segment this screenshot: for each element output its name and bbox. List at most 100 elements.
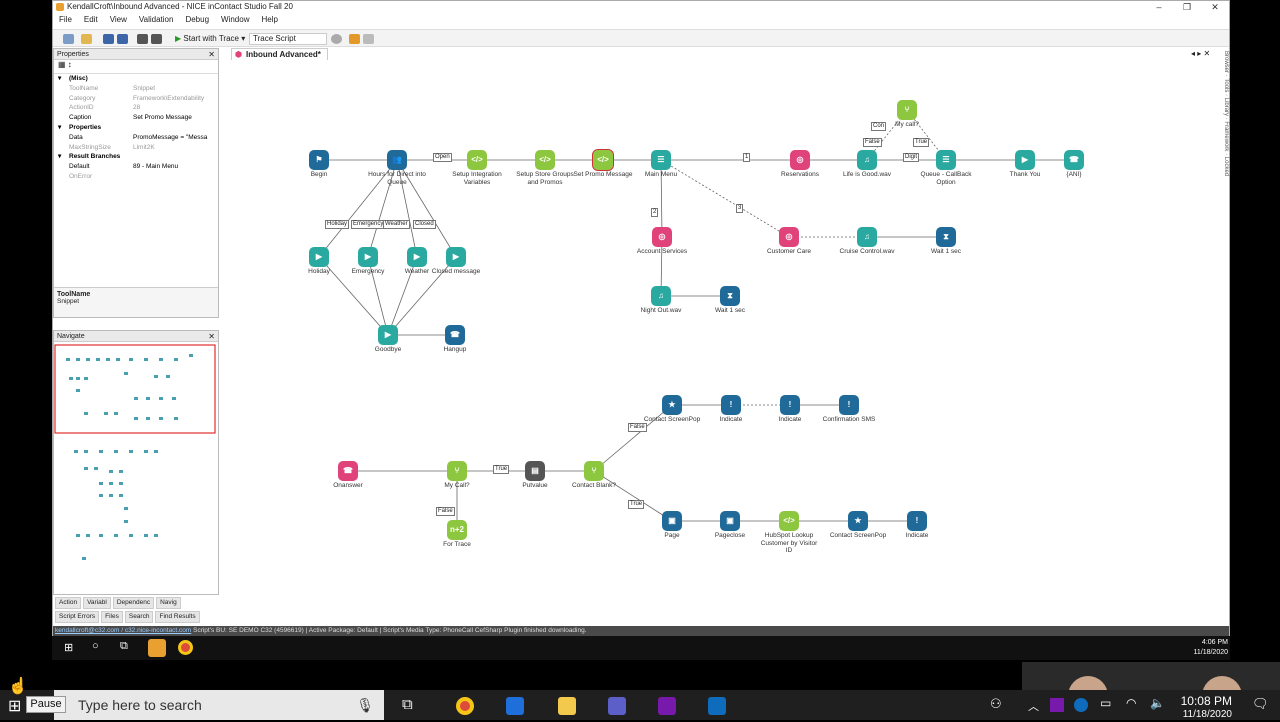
outlook-icon[interactable] bbox=[708, 697, 726, 715]
menu-window[interactable]: Window bbox=[221, 15, 250, 24]
action-node[interactable]: ⧗ bbox=[936, 227, 956, 247]
action-node[interactable]: </> bbox=[535, 150, 555, 170]
property-row[interactable]: ▾(Misc) bbox=[54, 74, 218, 84]
windows-start-icon[interactable]: ⊞ bbox=[64, 642, 74, 654]
expand-icon[interactable]: ▾ bbox=[58, 123, 62, 131]
categorized-icon[interactable]: ▦ bbox=[58, 60, 66, 69]
menu-edit[interactable]: Edit bbox=[83, 15, 98, 24]
action-node[interactable]: ◎ bbox=[652, 227, 672, 247]
sidebar-browser[interactable]: Browser bbox=[1223, 51, 1229, 74]
action-node[interactable]: ★ bbox=[848, 511, 868, 531]
people-icon[interactable]: ⚇ bbox=[990, 696, 1002, 711]
onenote-icon[interactable] bbox=[658, 697, 676, 715]
menu-debug[interactable]: Debug bbox=[185, 15, 210, 24]
tab-dependencies[interactable]: Dependenc bbox=[112, 597, 155, 609]
expand-icon[interactable]: ▾ bbox=[58, 75, 62, 82]
action-node[interactable]: ♫ bbox=[857, 150, 877, 170]
action-node[interactable]: </> bbox=[592, 149, 614, 171]
windows-start-icon[interactable]: ⊞ bbox=[8, 698, 22, 715]
property-value[interactable]: Limit2K bbox=[133, 143, 155, 151]
minimize-button[interactable]: – bbox=[1156, 2, 1162, 12]
property-value[interactable]: Set Promo Message bbox=[133, 114, 192, 122]
tab-actions[interactable]: Action bbox=[55, 597, 82, 609]
task-view-icon[interactable]: ⧉ bbox=[402, 696, 413, 713]
property-value[interactable]: PromoMessage = "Messa bbox=[133, 133, 208, 141]
action-node[interactable]: 👥 bbox=[387, 150, 407, 170]
chrome-icon[interactable] bbox=[178, 640, 193, 655]
action-node[interactable]: ▶ bbox=[309, 247, 329, 267]
show-hidden-icons-icon[interactable]: ︿ bbox=[1028, 701, 1039, 713]
document-nav-arrows[interactable]: ◂ ▸ ✕ bbox=[1191, 49, 1211, 58]
menu-view[interactable]: View bbox=[109, 15, 127, 24]
cortana-icon[interactable]: ○ bbox=[92, 640, 99, 652]
save-icon[interactable] bbox=[103, 34, 114, 44]
action-node[interactable]: ☰ bbox=[936, 150, 956, 170]
calendar-icon[interactable] bbox=[506, 697, 524, 715]
property-value[interactable]: 28 bbox=[133, 104, 141, 112]
move-icon[interactable] bbox=[137, 34, 148, 44]
action-node[interactable]: ⚑ bbox=[309, 150, 329, 170]
open-folder-icon[interactable] bbox=[81, 34, 92, 44]
user-account[interactable]: kendallcroft@c32.com / c32.nice-incontac… bbox=[55, 627, 192, 634]
action-node[interactable]: ▶ bbox=[407, 247, 427, 267]
property-value[interactable]: Framework\Extendability bbox=[133, 94, 205, 102]
task-view-icon[interactable]: ⧉ bbox=[120, 640, 128, 652]
script-canvas[interactable]: ⚑Begin👥Hours for Direct into Queue</>Set… bbox=[223, 60, 1215, 596]
action-node[interactable]: ☎ bbox=[338, 461, 358, 481]
action-node[interactable]: ◎ bbox=[779, 227, 799, 247]
tab-find-results[interactable]: Find Results bbox=[155, 611, 200, 623]
action-node[interactable]: ! bbox=[907, 511, 927, 531]
tab-script-errors[interactable]: Script Errors bbox=[55, 611, 100, 623]
action-node[interactable]: ▶ bbox=[378, 325, 398, 345]
navigate-minimap[interactable] bbox=[54, 342, 218, 592]
close-icon[interactable]: ✕ bbox=[208, 50, 215, 59]
menu-file[interactable]: File bbox=[59, 15, 72, 24]
sidebar-framework[interactable]: Framework bbox=[1223, 121, 1229, 152]
sidebar-tools[interactable]: Tools bbox=[1223, 78, 1229, 93]
battery-icon[interactable]: ▭ bbox=[1100, 696, 1112, 710]
start-trace-button[interactable]: ▶ Start with Trace ▾ bbox=[175, 34, 246, 43]
tab-search[interactable]: Search bbox=[124, 611, 154, 623]
action-node[interactable]: ☎ bbox=[445, 325, 465, 345]
lock-icon[interactable] bbox=[349, 34, 360, 44]
refresh-icon[interactable] bbox=[363, 34, 374, 44]
tab-variables[interactable]: Variabl bbox=[83, 597, 111, 609]
trace-script-dropdown[interactable]: Trace Script bbox=[249, 33, 327, 45]
action-node[interactable]: ▶ bbox=[358, 247, 378, 267]
notifications-icon[interactable]: 🗨 bbox=[1252, 696, 1269, 711]
action-node[interactable]: n+2 bbox=[447, 520, 467, 540]
document-tab[interactable]: ⬢Inbound Advanced* bbox=[231, 48, 328, 60]
volume-icon[interactable]: 🔈 bbox=[1150, 696, 1165, 710]
onedrive-icon[interactable] bbox=[1074, 698, 1088, 712]
action-node[interactable]: ⑂ bbox=[897, 100, 917, 120]
studio-taskbar-icon[interactable] bbox=[148, 639, 166, 657]
onenote-tray-icon[interactable] bbox=[1050, 698, 1064, 712]
microphone-icon[interactable]: 🎙 bbox=[356, 697, 374, 713]
action-node[interactable]: ☎ bbox=[1064, 150, 1084, 170]
save-all-icon[interactable] bbox=[117, 34, 128, 44]
new-icon[interactable] bbox=[63, 34, 74, 44]
close-icon[interactable]: ✕ bbox=[208, 332, 215, 341]
action-node[interactable]: </> bbox=[467, 150, 487, 170]
close-button[interactable]: ✕ bbox=[1211, 2, 1219, 12]
action-node[interactable]: ★ bbox=[662, 395, 682, 415]
action-node[interactable]: ⑂ bbox=[447, 461, 467, 481]
menu-help[interactable]: Help bbox=[261, 15, 278, 24]
action-node[interactable]: </> bbox=[779, 511, 799, 531]
action-node[interactable]: ▶ bbox=[1015, 150, 1035, 170]
action-node[interactable]: ! bbox=[839, 395, 859, 415]
viewport-rectangle[interactable] bbox=[54, 344, 216, 434]
property-value[interactable]: 89 - Main Menu bbox=[133, 163, 179, 171]
action-node[interactable]: ◎ bbox=[790, 150, 810, 170]
sidebar-locked[interactable]: Locked bbox=[1223, 156, 1229, 177]
teams-icon[interactable] bbox=[608, 697, 626, 715]
chrome-icon[interactable] bbox=[456, 697, 474, 715]
action-node[interactable]: ♫ bbox=[651, 286, 671, 306]
